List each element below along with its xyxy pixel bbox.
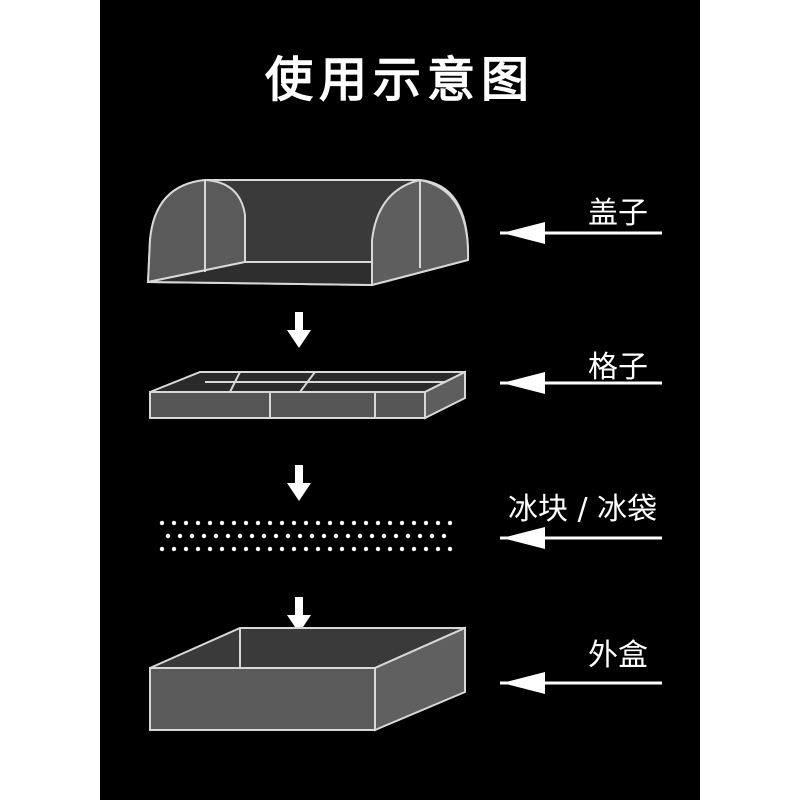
ice-dot [243, 546, 249, 552]
ice-dot [285, 533, 291, 539]
ice-dot [333, 533, 339, 539]
down-arrow-2 [287, 465, 311, 501]
ice-dot [339, 546, 345, 552]
ice-dot [291, 520, 297, 526]
ice-dot [249, 533, 255, 539]
ice-dot [279, 546, 285, 552]
ice-dot [291, 546, 297, 552]
ice-dot [159, 546, 165, 552]
label-lid: 盖子 [588, 196, 648, 231]
ice-dot [213, 533, 219, 539]
ice-dot [351, 520, 357, 526]
ice-dot [309, 533, 315, 539]
diagram-title: 使用示意图 [264, 52, 535, 108]
ice-dot [375, 546, 381, 552]
ice-dot [435, 520, 441, 526]
ice-dot [159, 520, 165, 526]
ice-dot [315, 520, 321, 526]
ice-dot [255, 520, 261, 526]
ice-dot [381, 533, 387, 539]
ice-dot [297, 533, 303, 539]
outer-box-illustration [149, 626, 466, 732]
grid-illustration [149, 370, 466, 420]
ice-dot [165, 533, 171, 539]
ice-dot [171, 520, 177, 526]
ice-dot [273, 533, 279, 539]
arrow-ice [500, 527, 662, 549]
ice-dot [417, 533, 423, 539]
ice-dot [201, 533, 207, 539]
arrow-lid [500, 222, 662, 244]
ice-dot [183, 520, 189, 526]
ice-dot [405, 533, 411, 539]
ice-dots [159, 520, 453, 552]
ice-dot [207, 546, 213, 552]
ice-dot [195, 520, 201, 526]
ice-dot [387, 546, 393, 552]
ice-dot [351, 546, 357, 552]
ice-dot [207, 520, 213, 526]
ice-dot [267, 520, 273, 526]
ice-dot [441, 533, 447, 539]
label-ice: 冰块 / 冰袋 [508, 492, 658, 527]
ice-dot [243, 520, 249, 526]
ice-dot [363, 520, 369, 526]
ice-dot [345, 533, 351, 539]
ice-dot [189, 533, 195, 539]
ice-dot [225, 533, 231, 539]
label-grid: 格子 [588, 350, 648, 385]
ice-dot [219, 520, 225, 526]
ice-dot [363, 546, 369, 552]
ice-dot [375, 520, 381, 526]
ice-dot [429, 533, 435, 539]
ice-dot [423, 520, 429, 526]
ice-dot [231, 546, 237, 552]
ice-dot [255, 546, 261, 552]
ice-dot [303, 546, 309, 552]
down-arrow-3 [287, 597, 311, 633]
ice-dot [327, 520, 333, 526]
ice-dot [327, 546, 333, 552]
ice-dot [279, 520, 285, 526]
ice-dot [231, 520, 237, 526]
ice-dot [315, 546, 321, 552]
down-arrow-1 [287, 312, 311, 348]
ice-dot [237, 533, 243, 539]
arrow-grid [500, 372, 662, 394]
ice-dot [357, 533, 363, 539]
ice-dot [411, 546, 417, 552]
ice-dot [321, 533, 327, 539]
ice-dot [447, 520, 453, 526]
ice-dot [435, 546, 441, 552]
ice-dot [423, 546, 429, 552]
ice-dot [183, 546, 189, 552]
ice-dot [171, 546, 177, 552]
ice-dot [369, 533, 375, 539]
ice-dot [399, 546, 405, 552]
ice-dot [411, 520, 417, 526]
arrow-outer-box [500, 672, 662, 694]
ice-dot [447, 546, 453, 552]
ice-dot [267, 546, 273, 552]
lid-illustration [146, 178, 470, 287]
ice-dot [399, 520, 405, 526]
ice-dot [261, 533, 267, 539]
ice-dot [303, 520, 309, 526]
ice-dot [219, 546, 225, 552]
ice-dot [387, 520, 393, 526]
ice-dot [393, 533, 399, 539]
label-outer-box: 外盒 [588, 638, 648, 673]
ice-dot [177, 533, 183, 539]
ice-dot [339, 520, 345, 526]
ice-dot [195, 546, 201, 552]
